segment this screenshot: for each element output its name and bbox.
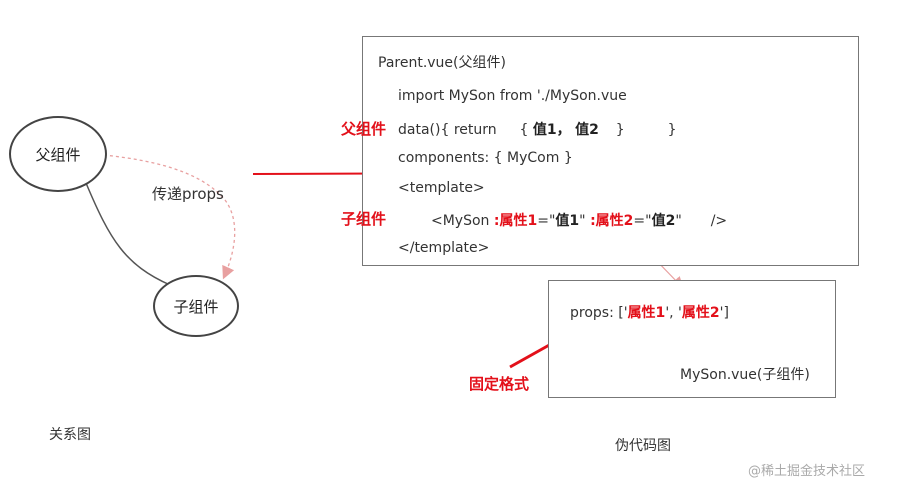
data-open: { [519,122,529,138]
attr1-colon: : [493,213,500,229]
attr2-colon: : [590,213,596,229]
template-open: <template> [398,180,485,196]
template-close: </template> [398,240,490,256]
child-code-box [548,280,836,398]
prop-2: 属性2 [681,305,720,321]
child-node-label: 子组件 [173,297,219,316]
attr2-name: 属性2 [595,213,634,229]
import-line: import MySon from './MySon.vue [398,88,627,104]
fixed-format-label: 固定格式 [469,375,530,393]
props-suffix: '] [719,305,729,321]
code-caption: 伪代码图 [615,438,671,454]
props-line: props: ['属性1', '属性2'] [570,302,729,322]
child-node: 子组件 [153,275,239,337]
myson-tag-line: <MySon :属性1="值1" :属性2="值2" /> [431,210,727,230]
components-line: components: { MyCom } [398,150,573,166]
relation-link [85,182,171,286]
attr1-value: 值1 [555,213,580,229]
props-separator: ', ' [665,305,682,321]
tag-close: /> [710,213,728,229]
parent-box-title: Parent.vue(父组件) [378,55,506,71]
parent-side-label: 父组件 [341,120,387,138]
attr2-value: 值2 [651,213,676,229]
parent-node-label: 父组件 [35,145,81,164]
prop-1: 属性1 [627,305,666,321]
tag-open: <MySon [431,213,490,229]
data-value-1: 值1 [532,122,557,138]
data-comma: ， [556,122,571,138]
data-line: data(){ return { 值1， 值2 } } [398,119,677,139]
relation-caption: 关系图 [49,427,91,443]
parent-node: 父组件 [9,116,107,192]
watermark: @稀土掘金技术社区 [748,464,866,479]
data-end: } [667,122,677,138]
attr2-quote: " [675,213,682,229]
parent-code-box [362,36,859,266]
edge-label: 传递props [152,185,224,203]
data-value-2: 值2 [575,122,599,138]
data-prefix: data(){ return [398,122,497,138]
props-flow-arrow [103,154,236,280]
data-close: } [615,122,625,138]
attr1-quote: " [579,213,586,229]
child-box-title: MySon.vue(子组件) [680,367,810,383]
attr2-eq: =" [633,213,652,229]
attr1-name: 属性1 [499,213,538,229]
props-prefix: props: [' [570,305,628,321]
child-side-label: 子组件 [341,210,387,228]
attr1-eq: =" [537,213,556,229]
